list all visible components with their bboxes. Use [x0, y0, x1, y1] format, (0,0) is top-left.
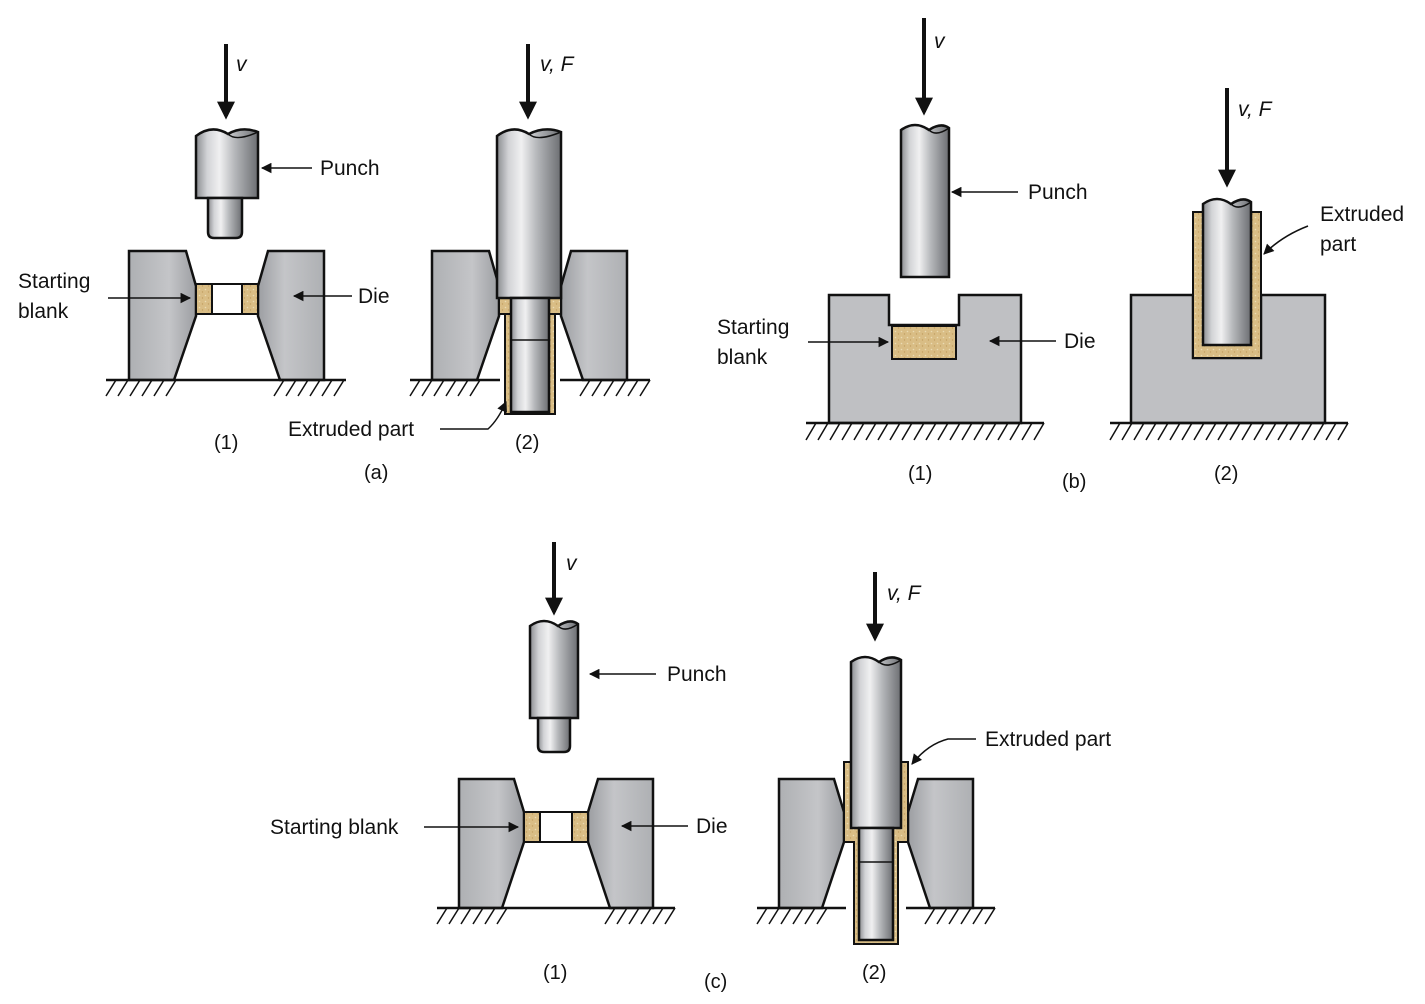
velocity-label: v [236, 53, 248, 76]
starting-blank [523, 811, 589, 843]
step-number: (2) [515, 432, 539, 454]
punch [495, 128, 563, 414]
ground-hatch-icon [409, 378, 651, 397]
starting-blank-label-line1: Starting [18, 270, 90, 293]
velocity-label: v, F [540, 53, 575, 76]
starting-blank-label: Starting blank [270, 816, 399, 839]
die-label: Die [1064, 330, 1096, 353]
punch-label: Punch [667, 663, 727, 686]
starting-blank-label-line2: blank [18, 300, 69, 323]
step-number: (2) [862, 962, 886, 984]
starting-blank-label-line2: blank [717, 346, 768, 369]
label-leader-arrow-icon [440, 401, 507, 430]
velocity-label: v, F [1238, 98, 1273, 121]
velocity-label: v, F [887, 582, 922, 605]
ground-hatch-icon [805, 421, 1045, 441]
punch [194, 128, 260, 240]
panel-caption: (b) [1062, 471, 1086, 493]
die-label: Die [358, 285, 390, 308]
extruded-part-label-line1: Extruded [1320, 203, 1404, 226]
punch-label: Punch [320, 157, 380, 180]
panel-c-step1: v Punch Starting blank Die [270, 542, 728, 984]
panel-caption: (c) [704, 971, 727, 993]
step-number: (1) [908, 463, 932, 485]
die [127, 249, 326, 382]
step-number: (1) [543, 962, 567, 984]
extruded-part-label: Extruded part [985, 728, 1111, 751]
punch [849, 655, 903, 942]
punch [528, 619, 580, 754]
ground-hatch-icon [105, 378, 346, 397]
punch-label: Punch [1028, 181, 1088, 204]
velocity-label: v [934, 30, 946, 53]
starting-blank-label-line1: Starting [717, 316, 789, 339]
die-label: Die [696, 815, 728, 838]
velocity-label: v [566, 552, 578, 575]
ground-hatch-icon [436, 906, 676, 925]
panel-caption: (a) [364, 462, 388, 484]
label-leader-arrow-icon [1263, 225, 1309, 255]
die [457, 777, 655, 910]
panel-c-step2: v, F Extruded part (2) [756, 572, 1111, 984]
panel-b-step1: v Punch Starting blank Die (1) [717, 18, 1096, 485]
extruded-part-label-line2: part [1320, 233, 1356, 256]
punch [899, 123, 951, 279]
step-number: (2) [1214, 463, 1238, 485]
extruded-part-label: Extruded part [288, 418, 414, 441]
starting-blank [891, 325, 957, 360]
die [777, 777, 975, 910]
ground-hatch-icon [756, 906, 996, 925]
label-leader-arrow-icon [911, 738, 976, 765]
panel-a-step2: v, F Extruded part (2) [288, 44, 651, 454]
punch [1201, 197, 1253, 347]
panel-b-step2: v, F Extruded part (2) [1109, 88, 1404, 485]
starting-blank [195, 283, 259, 315]
step-number: (1) [214, 432, 238, 454]
ground-hatch-icon [1109, 421, 1349, 441]
panel-a-step1: v Punch Starting blank [18, 44, 390, 454]
